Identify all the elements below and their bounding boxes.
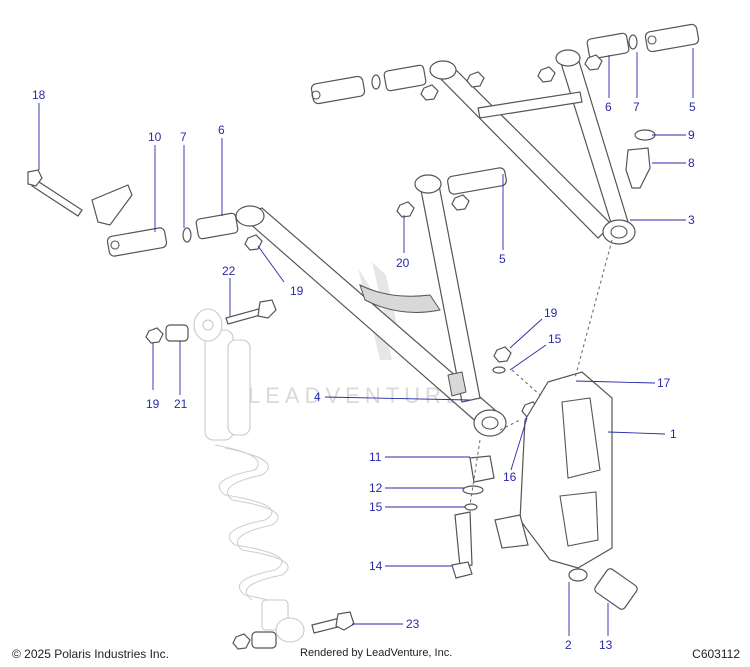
rendered-by-notice: Rendered by LeadVenture, Inc. [300, 647, 453, 659]
callout-19: 19 [290, 284, 304, 298]
callout-18: 18 [32, 88, 46, 102]
callout-3: 3 [688, 213, 695, 227]
callout-21: 21 [174, 397, 188, 411]
callout-9: 9 [688, 128, 695, 142]
callout-6: 6 [218, 123, 225, 137]
pivot-tubes [106, 23, 700, 257]
callout-1: 1 [670, 427, 677, 441]
spindle-knuckle [494, 371, 638, 610]
callout-22: 22 [222, 264, 236, 278]
leadventure-watermark: LEADVENTURE [248, 262, 466, 408]
callout-4: 4 [314, 390, 321, 404]
callout-7: 7 [633, 100, 640, 114]
bolts [27, 169, 473, 634]
callout-17: 17 [657, 376, 671, 390]
callout-11: 11 [369, 450, 382, 464]
callout-12: 12 [369, 481, 383, 495]
callout-7: 7 [180, 130, 187, 144]
callout-2: 2 [565, 638, 572, 652]
callout-5: 5 [689, 100, 696, 114]
watermark-text: LEADVENTURE [248, 383, 466, 408]
callout-19: 19 [146, 397, 160, 411]
callout-14: 14 [369, 559, 383, 573]
callout-6: 6 [605, 100, 612, 114]
callout-15: 15 [369, 500, 383, 514]
upper-a-arm [429, 49, 636, 245]
lower-a-arm [235, 174, 507, 437]
leader-lines [38, 48, 694, 636]
callout-10: 10 [148, 130, 162, 144]
copyright-notice: © 2025 Polaris Industries Inc. [12, 647, 169, 661]
callout-19: 19 [544, 306, 558, 320]
callout-20: 20 [396, 256, 410, 270]
callout-13: 13 [599, 638, 613, 652]
callout-8: 8 [688, 156, 695, 170]
callout-23: 23 [406, 617, 420, 631]
diagram-id: C603112 [692, 647, 740, 661]
shock-absorber [193, 308, 305, 643]
callout-16: 16 [503, 470, 517, 484]
callout-15: 15 [548, 332, 562, 346]
callouts: 18 10 7 6 22 19 19 21 20 5 6 7 5 9 8 3 1… [32, 88, 696, 652]
assembly-lines [469, 239, 613, 506]
callout-5: 5 [499, 252, 506, 266]
